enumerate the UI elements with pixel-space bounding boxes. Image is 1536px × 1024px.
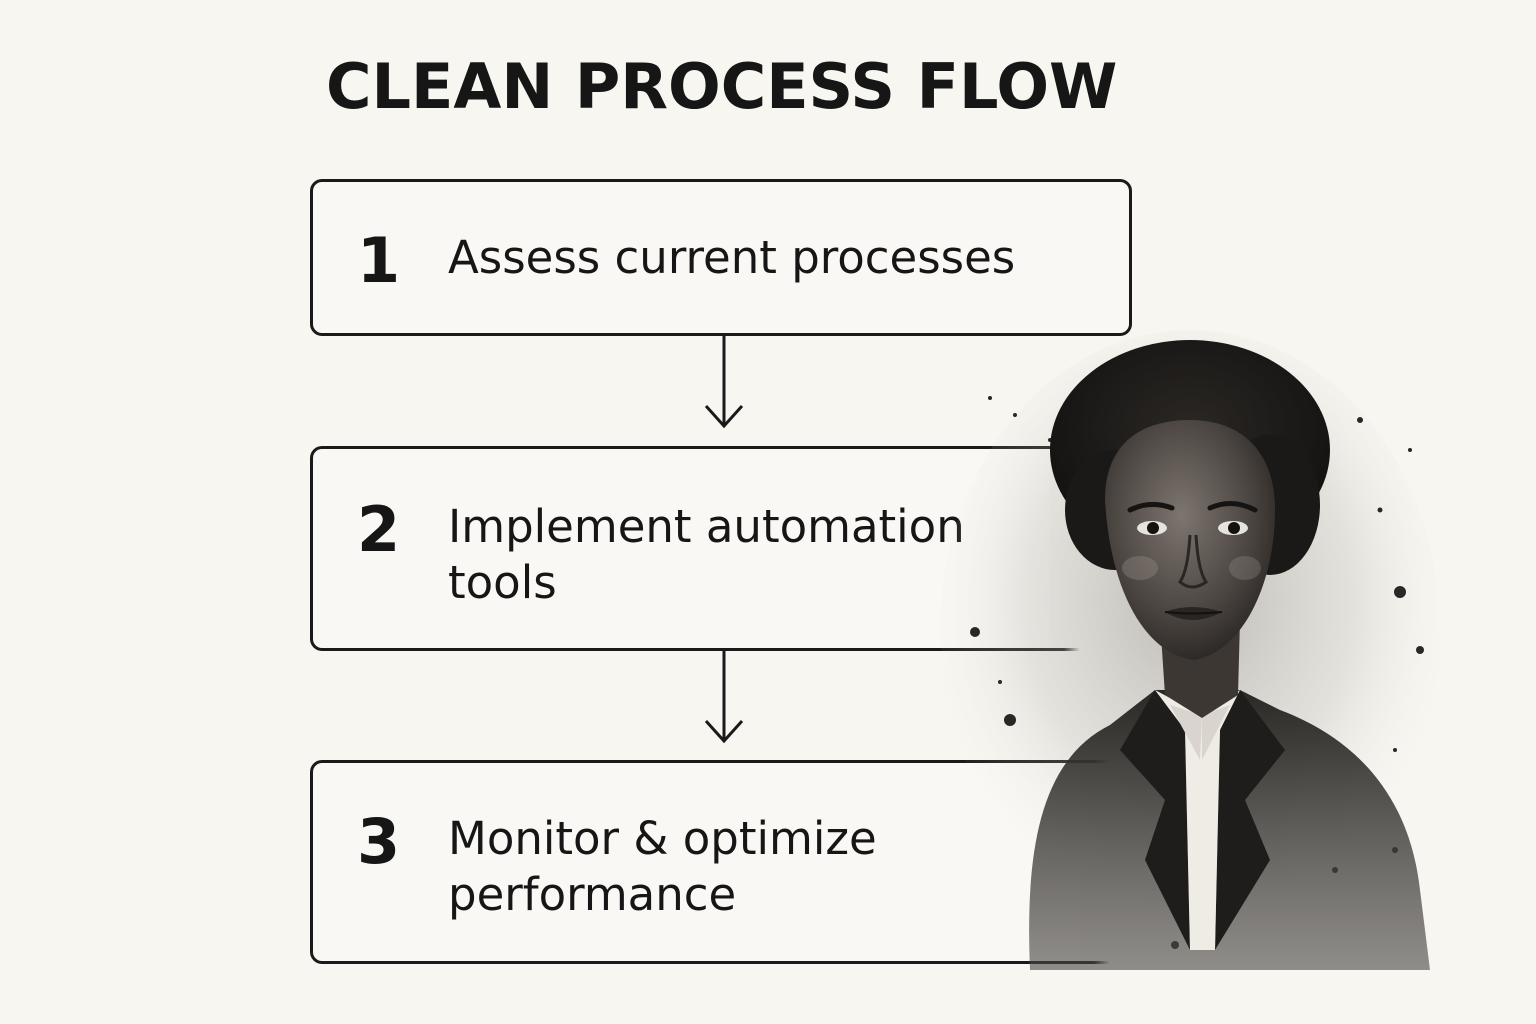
arrow-down-icon [704,336,744,429]
woman-portrait-illustration [940,330,1440,970]
step-text-3: Monitor & optimize performance [448,812,877,921]
step-number-2: 2 [357,493,401,566]
step-text-2: Implement automation tools [448,500,965,609]
step-box-2: 2 Implement automation tools [310,446,1050,651]
arrow-down-icon [704,651,744,744]
diagram-title: CLEAN PROCESS FLOW [326,50,1118,123]
step-number-1: 1 [357,224,401,297]
step-text-1: Assess current processes [448,231,1016,284]
step-box-1: 1 Assess current processes [310,179,1132,336]
step-box-3: 3 Monitor & optimize performance [310,760,1080,964]
step-number-3: 3 [357,805,401,878]
